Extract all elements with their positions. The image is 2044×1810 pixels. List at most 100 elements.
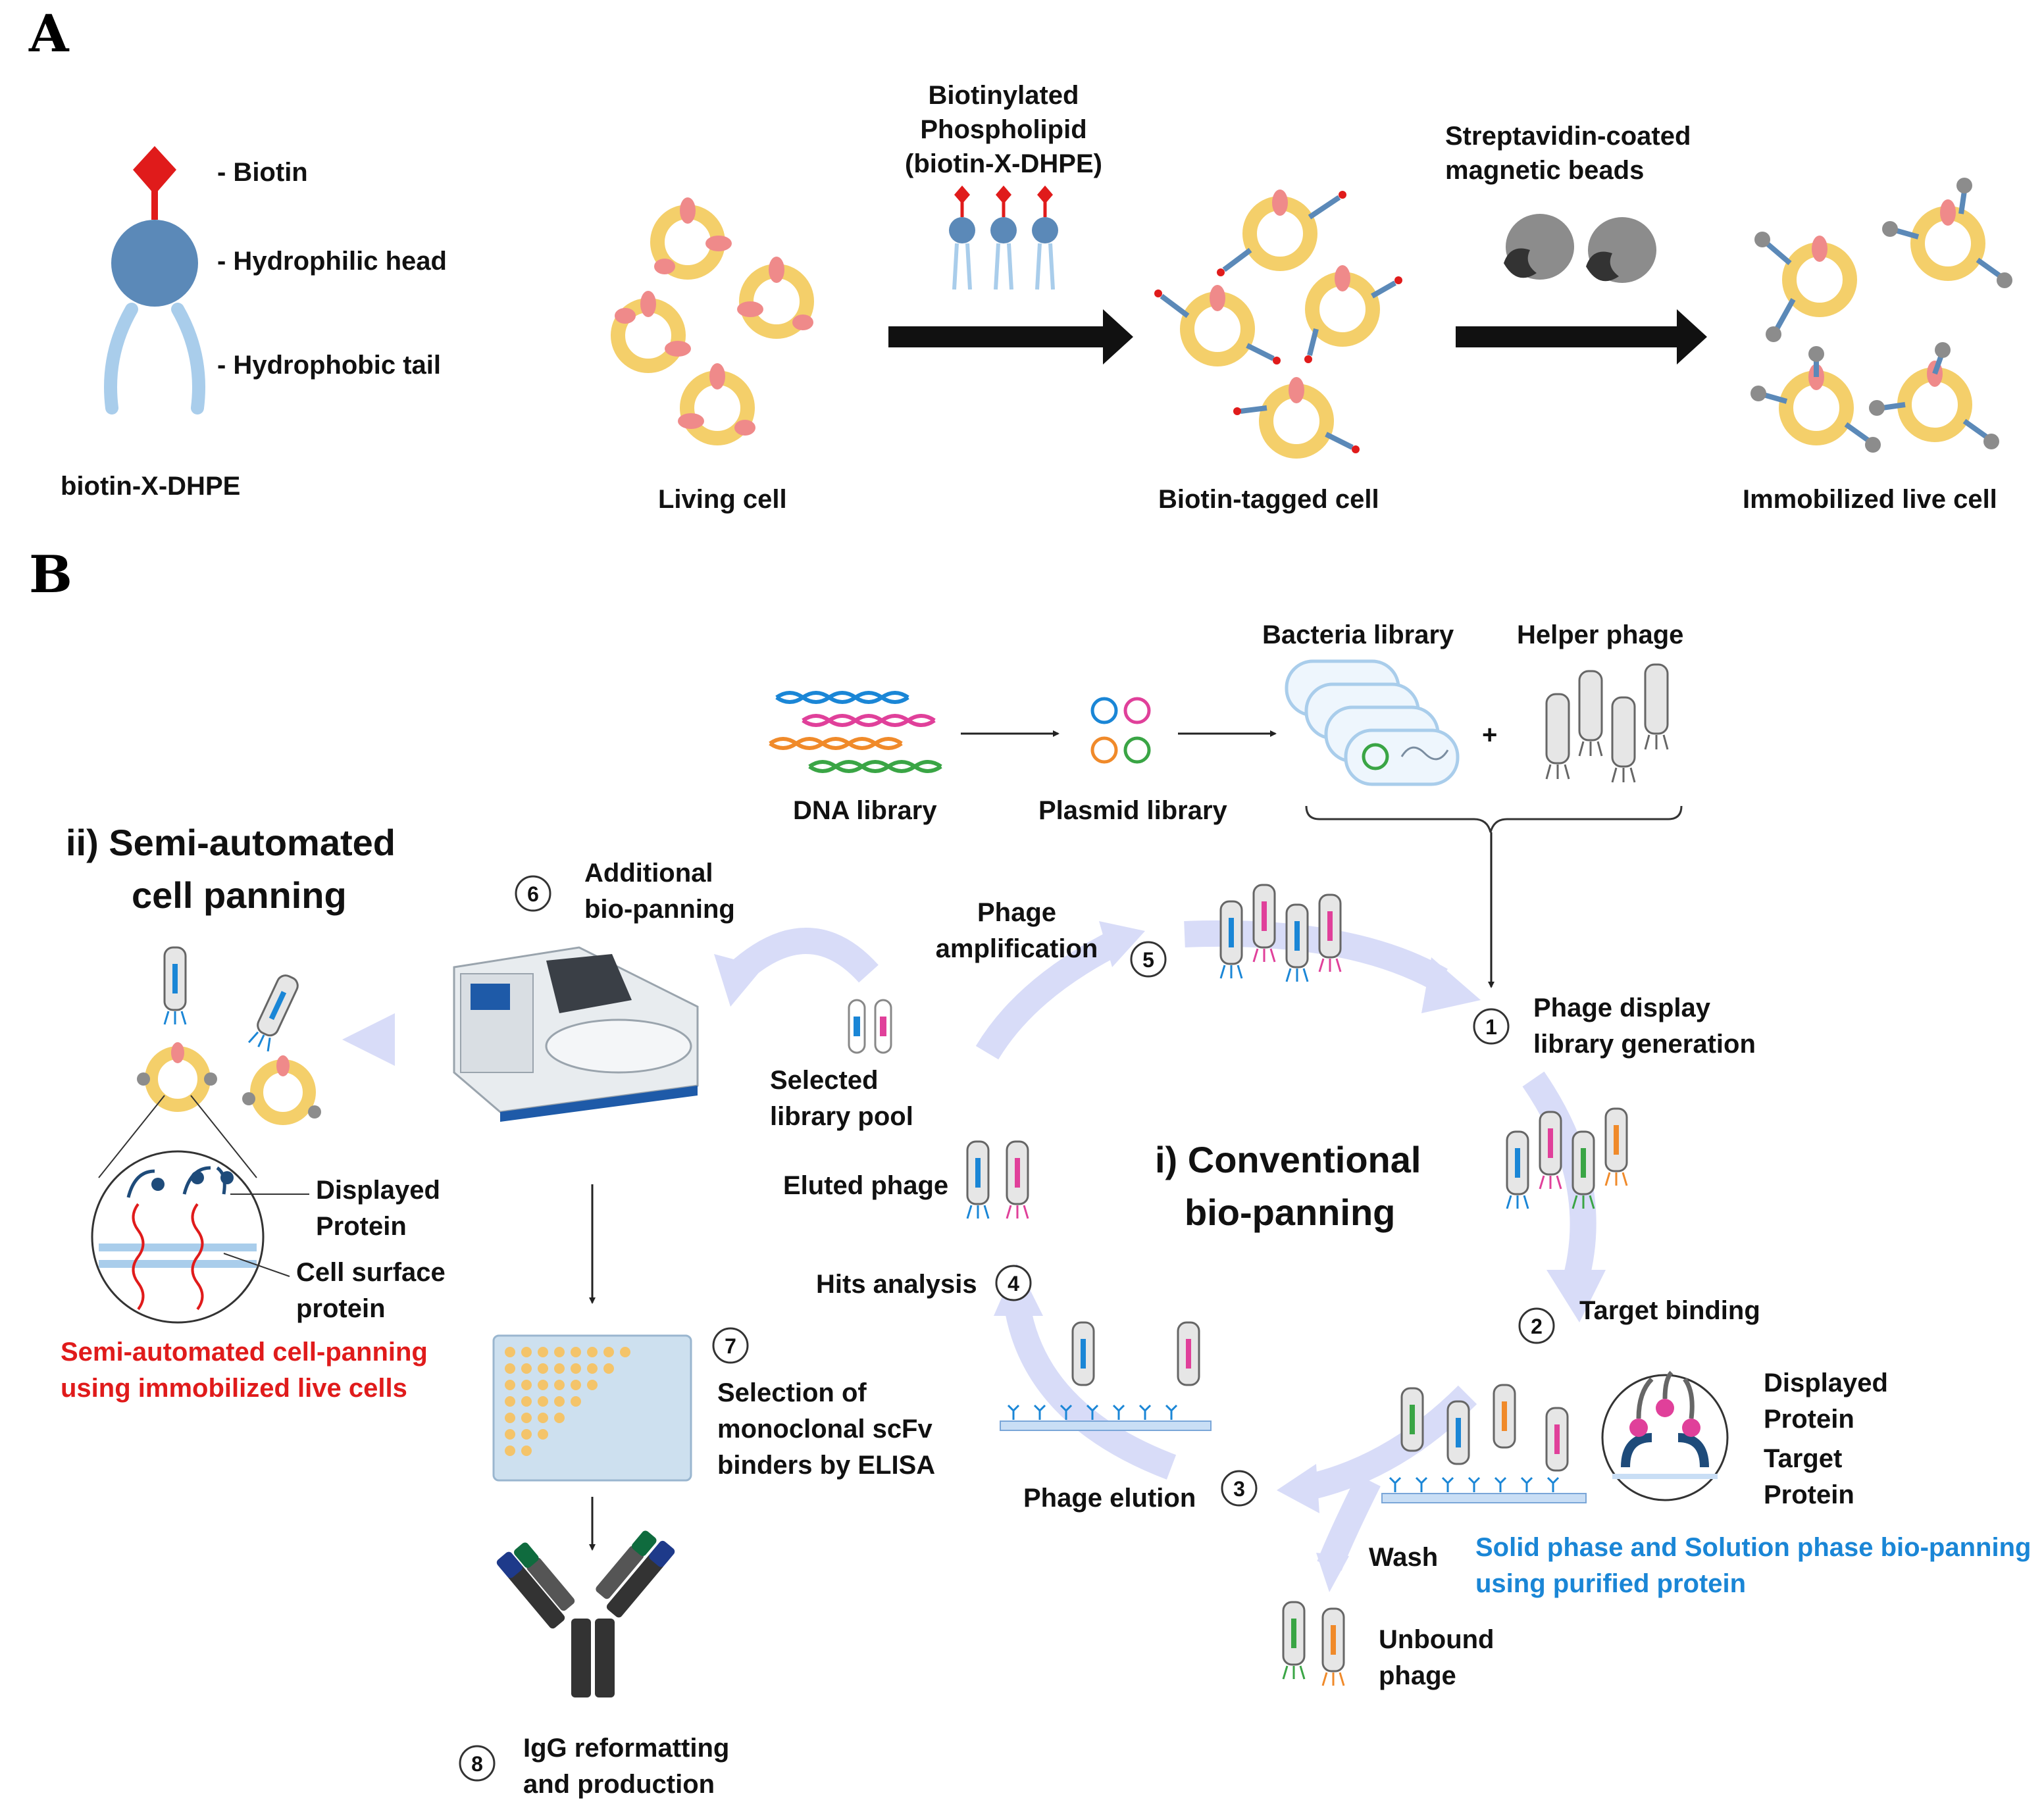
cell-surface-zoom-circle bbox=[91, 1150, 265, 1324]
arrow-biotinylation bbox=[888, 309, 1133, 365]
semi-caption-line1: Semi-automated cell-panning bbox=[61, 1338, 428, 1367]
conventional-title-line2: bio-panning bbox=[1185, 1192, 1395, 1233]
step-6-label-line1: Additional bbox=[584, 859, 713, 888]
step-1-marker bbox=[1473, 1008, 1510, 1045]
step-2-label: Target binding bbox=[1579, 1296, 1760, 1325]
step-1-label-line2: library generation bbox=[1533, 1030, 1756, 1059]
displayed-protein-right-line1: Displayed bbox=[1764, 1369, 1888, 1397]
biotin-tagged-label: Biotin-tagged cell bbox=[1158, 485, 1379, 514]
selected-pool-line2: library pool bbox=[770, 1102, 913, 1131]
magnetic-bead-icons bbox=[1504, 214, 1656, 283]
eluted-phage-label: Eluted phage bbox=[783, 1171, 948, 1200]
semi-title-line1: ii) Semi-automated bbox=[66, 822, 396, 863]
unbound-line1: Unbound bbox=[1379, 1625, 1495, 1654]
grouping-brace bbox=[1305, 805, 1683, 833]
zoom-lines bbox=[98, 1095, 257, 1178]
plasmid-library-icon bbox=[1090, 697, 1151, 764]
cell-icon bbox=[1882, 178, 2012, 288]
reagent2-line1: Streptavidin-coated bbox=[1445, 122, 1691, 151]
step-5-label-line2: amplification bbox=[936, 934, 1098, 963]
step-4-label: Hits analysis bbox=[816, 1270, 977, 1299]
target-protein-line1: Target bbox=[1764, 1444, 1842, 1473]
legend-tail: - Hydrophobic tail bbox=[217, 351, 441, 380]
legend-head: - Hydrophilic head bbox=[217, 247, 447, 276]
cell-surface-line2: protein bbox=[296, 1294, 386, 1323]
semi-panning-phage bbox=[137, 946, 321, 1125]
cell-icon bbox=[737, 257, 814, 339]
cell-icon bbox=[242, 1055, 321, 1125]
unbound-line2: phage bbox=[1379, 1661, 1456, 1690]
step-2-marker bbox=[1518, 1307, 1555, 1344]
selected-pool-line1: Selected bbox=[770, 1066, 879, 1095]
helper-phage-icons bbox=[1545, 663, 1669, 783]
arrow-immobilization bbox=[1456, 309, 1707, 365]
reagent1-line1: Biotinylated bbox=[929, 81, 1079, 110]
cell-icon bbox=[650, 197, 732, 280]
step-7-label-line2: monoclonal scFv bbox=[717, 1415, 933, 1444]
displayed-protein-right-line2: Protein bbox=[1764, 1405, 1854, 1434]
displayed-protein-left-line1: Displayed bbox=[316, 1176, 440, 1205]
step-1-label-line1: Phage display bbox=[1533, 993, 1711, 1022]
step-7-marker bbox=[712, 1327, 749, 1364]
phospholipid-icons bbox=[949, 186, 1058, 290]
biotin-diamond-icon bbox=[133, 146, 176, 195]
selected-pool-icon bbox=[848, 999, 892, 1054]
step-3-marker bbox=[1221, 1470, 1258, 1507]
helper-phage-label: Helper phage bbox=[1517, 620, 1683, 649]
living-cells bbox=[611, 197, 814, 445]
step-8-label-line1: IgG reformatting bbox=[523, 1734, 729, 1763]
library-phage-icons bbox=[1506, 1107, 1628, 1209]
elution-surface bbox=[1000, 1321, 1212, 1431]
semi-title-line2: cell panning bbox=[132, 874, 347, 916]
amplified-phage-icons bbox=[1219, 884, 1342, 982]
step-7-number: 7 bbox=[725, 1334, 736, 1358]
solid-caption-line1: Solid phase and Solution phase bio-panni… bbox=[1475, 1533, 2031, 1562]
step-3-number: 3 bbox=[1233, 1477, 1245, 1501]
dna-library-icon bbox=[769, 691, 942, 773]
step-8-marker bbox=[459, 1745, 496, 1782]
step-6-label-line2: bio-panning bbox=[584, 895, 735, 924]
step-7-label-line1: Selection of bbox=[717, 1378, 867, 1407]
cell-icon bbox=[1304, 265, 1402, 363]
plus-sign: + bbox=[1482, 720, 1497, 749]
igg-antibody-icon bbox=[496, 1530, 675, 1697]
biotin-x-dhpe-molecule bbox=[104, 146, 205, 415]
wash-label: Wash bbox=[1369, 1543, 1438, 1572]
displayed-protein-left-line2: Protein bbox=[316, 1212, 407, 1241]
cell-icon bbox=[1217, 189, 1346, 276]
step-4-marker bbox=[995, 1265, 1032, 1301]
target-binding-surface bbox=[1381, 1384, 1587, 1503]
panel-label-a: A bbox=[28, 4, 70, 64]
cell-icon bbox=[678, 363, 755, 445]
step-3-label: Phage elution bbox=[1023, 1484, 1196, 1513]
biotin-tagged-cells bbox=[1154, 189, 1402, 459]
step-5-label-line1: Phage bbox=[977, 898, 1056, 927]
panning-instrument-icon bbox=[453, 946, 699, 1122]
legend-biotin: - Biotin bbox=[217, 158, 308, 187]
cell-icon bbox=[1750, 346, 1881, 453]
cell-icon bbox=[1869, 342, 1999, 449]
dna-library-label: DNA library bbox=[793, 796, 937, 825]
molecule-name: biotin-X-DHPE bbox=[61, 472, 240, 501]
reagent1-line2: Phospholipid bbox=[920, 115, 1086, 144]
step-7-label-line3: binders by ELISA bbox=[717, 1451, 935, 1480]
step-1-number: 1 bbox=[1485, 1015, 1497, 1039]
step-6-marker bbox=[515, 875, 551, 912]
binding-zoom-circle bbox=[1601, 1370, 1729, 1501]
step-2-number: 2 bbox=[1531, 1315, 1543, 1338]
bacteria-library-label: Bacteria library bbox=[1262, 620, 1454, 649]
step-4-number: 4 bbox=[1008, 1272, 1019, 1295]
step-6-number: 6 bbox=[527, 882, 539, 906]
cell-surface-line1: Cell surface bbox=[296, 1258, 446, 1287]
elisa-plate-icon bbox=[492, 1334, 692, 1482]
reagent2-line2: magnetic beads bbox=[1445, 156, 1644, 185]
panel-label-b: B bbox=[29, 545, 72, 605]
reagent1-line3: (biotin-X-DHPE) bbox=[905, 149, 1102, 178]
target-protein-line2: Protein bbox=[1764, 1480, 1854, 1509]
living-cell-label: Living cell bbox=[658, 485, 787, 514]
solid-caption-line2: using purified protein bbox=[1475, 1569, 1746, 1598]
pointer-cell-surface bbox=[223, 1253, 290, 1277]
immobilized-cells bbox=[1750, 178, 2012, 453]
conventional-title-line1: i) Conventional bbox=[1155, 1139, 1421, 1180]
